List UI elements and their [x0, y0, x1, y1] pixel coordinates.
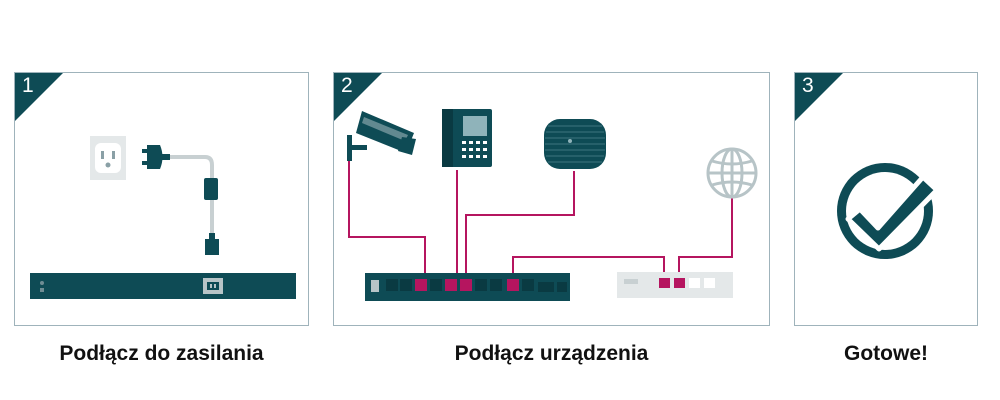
step-caption-connect: Podłącz urządzenia	[454, 342, 649, 365]
ethernet-cables	[348, 158, 733, 283]
step-number: 2	[341, 74, 353, 97]
step-number: 1	[22, 74, 34, 97]
router-icon	[617, 272, 733, 298]
switch-power-port-icon	[203, 278, 223, 294]
wall-outlet-icon	[90, 136, 126, 180]
power-plug-icon	[142, 145, 170, 169]
power-cable-icon	[170, 155, 214, 237]
checkmark-circle-icon	[837, 163, 940, 259]
step-caption-power: Podłącz do zasilania	[59, 342, 264, 365]
globe-internet-icon	[706, 147, 758, 199]
switch-port-row	[386, 279, 534, 291]
step-caption-done: Gotowe!	[844, 342, 928, 365]
ip-phone-icon	[442, 109, 492, 167]
step-panel-connect: 2	[333, 72, 770, 326]
switch-rear-panel	[30, 273, 296, 299]
step-badge	[15, 73, 63, 121]
step-panel-done: 3	[794, 72, 978, 326]
ip-camera-icon	[347, 111, 416, 161]
step-badge	[795, 73, 843, 121]
step-panel-power: 1	[14, 72, 309, 326]
power-illustration	[30, 136, 296, 299]
access-point-icon	[544, 119, 606, 169]
step-badge	[334, 73, 382, 121]
connect-illustration	[347, 109, 758, 301]
step-number: 3	[802, 74, 814, 97]
